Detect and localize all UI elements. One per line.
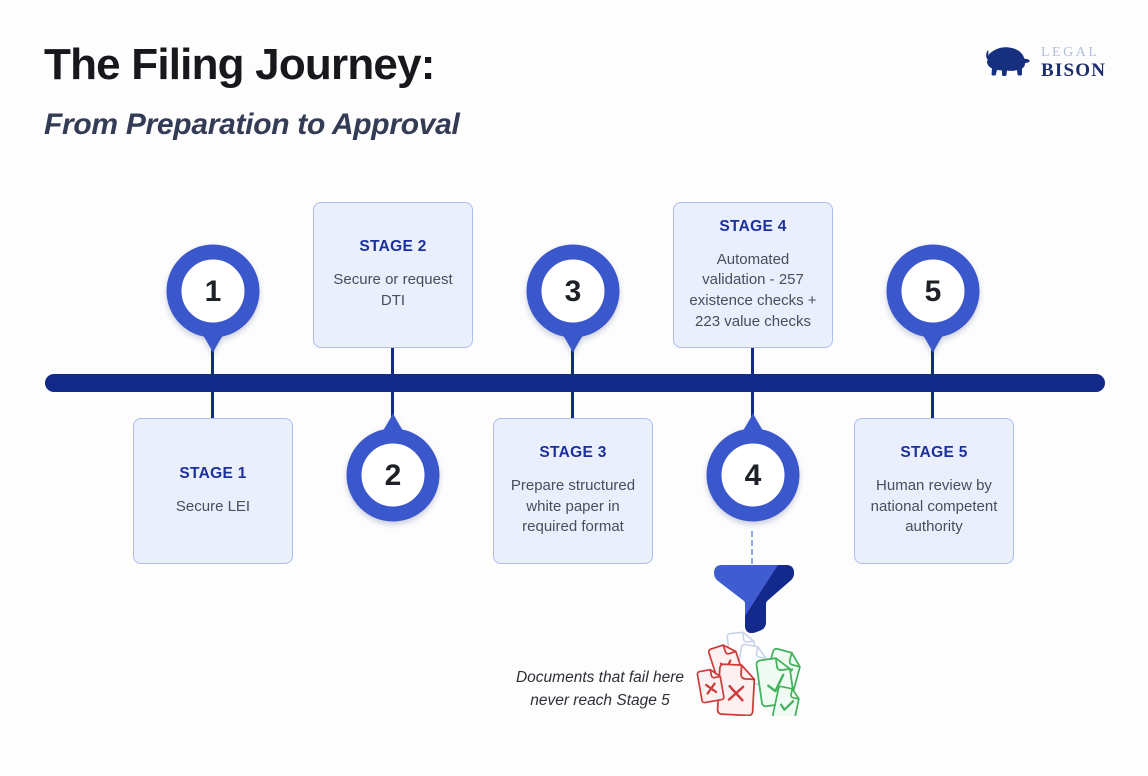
document-fail-icon — [696, 667, 726, 704]
funnel-caption-line2: never reach Stage 5 — [530, 692, 670, 710]
stage-5-number: 5 — [925, 275, 942, 308]
stage-1-pin: 1 — [166, 244, 260, 353]
stage-5-description: Human review by national competent autho… — [870, 476, 998, 536]
stage-4-number: 4 — [745, 459, 762, 492]
stage-4-description: Automated validation - 257 existence che… — [689, 250, 817, 330]
document-fail-icon — [716, 663, 756, 716]
logo-wordmark: LEGAL BISON — [1041, 45, 1106, 81]
document-pass-icon — [755, 655, 796, 708]
stage-4-label: STAGE 4 — [719, 217, 787, 235]
brand-logo: LEGAL BISON — [981, 44, 1106, 82]
stage-1-label: STAGE 1 — [179, 464, 247, 482]
stage-2-label: STAGE 2 — [359, 238, 427, 256]
funnel-caption: Documents that fail here never reach Sta… — [468, 666, 732, 713]
stage-1-number: 1 — [205, 275, 222, 308]
timeline-bar — [45, 374, 1105, 392]
logo-word-legal: LEGAL — [1041, 45, 1100, 60]
funnel-dashed-connector — [751, 531, 753, 564]
stage-2-card: STAGE 2 Secure or request DTI — [313, 202, 473, 348]
documents-cluster — [696, 630, 804, 716]
stage-1-description: Secure LEI — [175, 497, 251, 515]
funnel-icon — [714, 565, 794, 633]
document-pass-icon — [771, 685, 802, 716]
stage-3-label: STAGE 3 — [539, 443, 607, 461]
stage-4-pin: 4 — [706, 413, 800, 522]
stage-3-number: 3 — [565, 275, 582, 308]
stage-3-card: STAGE 3 Prepare structured white paper i… — [493, 418, 653, 564]
stage-5-pin: 5 — [886, 244, 980, 353]
stage-3-description: Prepare structured white paper in requir… — [510, 476, 636, 536]
page-subtitle: From Preparation to Approval — [44, 108, 460, 141]
stage-3-pin: 3 — [526, 244, 620, 353]
funnel-caption-line1: Documents that fail here — [515, 669, 684, 686]
logo-word-bison: BISON — [1041, 60, 1107, 81]
stage-1-card: STAGE 1 Secure LEI — [133, 418, 293, 564]
stage-2-pin: 2 — [346, 413, 440, 522]
stage-2-number: 2 — [385, 459, 402, 492]
stage-5-label: STAGE 5 — [900, 443, 968, 461]
stage-5-card: STAGE 5 Human review by national compete… — [854, 418, 1014, 564]
stage-4-card: STAGE 4 Automated validation - 257 exist… — [673, 202, 833, 348]
stage-2-description: Secure or request DTI — [333, 271, 453, 309]
bison-icon — [986, 47, 1030, 76]
page-title: The Filing Journey: — [44, 40, 435, 89]
